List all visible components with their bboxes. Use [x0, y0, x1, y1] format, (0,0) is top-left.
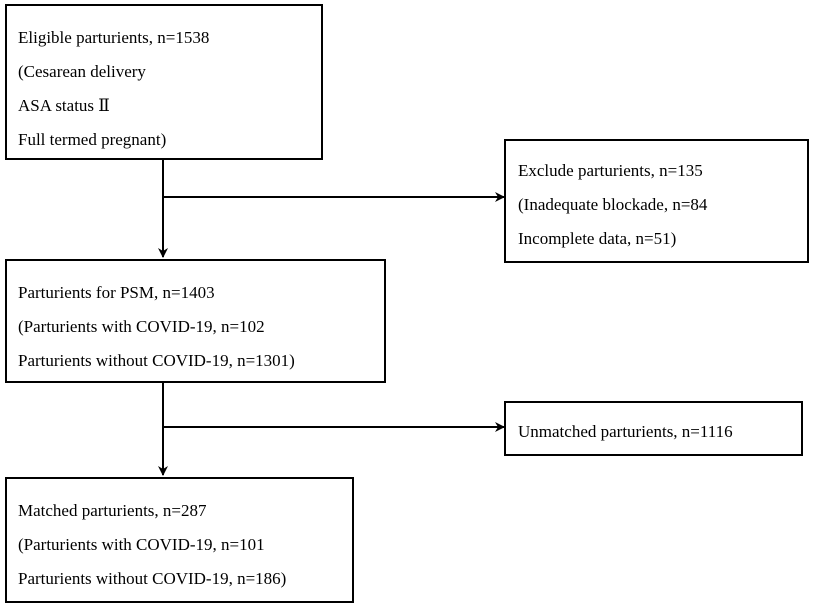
eligible-box: Eligible parturients, n=1538 (Cesarean d…	[5, 4, 323, 160]
psm-line-2: (Parturients with COVID-19, n=102	[18, 317, 265, 336]
psm-line-3: Parturients without COVID-19, n=1301)	[18, 351, 295, 370]
psm-box: Parturients for PSM, n=1403 (Parturients…	[5, 259, 386, 383]
excluded-line-2: (Inadequate blockade, n=84	[518, 195, 708, 214]
eligible-line-3: ASA status Ⅱ	[18, 96, 110, 115]
unmatched-box: Unmatched parturients, n=1116	[504, 401, 803, 456]
matched-line-1: Matched parturients, n=287	[18, 501, 207, 520]
excluded-box: Exclude parturients, n=135 (Inadequate b…	[504, 139, 809, 263]
matched-line-2: (Parturients with COVID-19, n=101	[18, 535, 265, 554]
eligible-line-2: (Cesarean delivery	[18, 62, 146, 81]
matched-box: Matched parturients, n=287 (Parturients …	[5, 477, 354, 603]
psm-line-1: Parturients for PSM, n=1403	[18, 283, 215, 302]
excluded-line-3: Incomplete data, n=51)	[518, 229, 677, 248]
excluded-line-1: Exclude parturients, n=135	[518, 161, 703, 180]
eligible-line-1: Eligible parturients, n=1538	[18, 28, 210, 47]
unmatched-line-1: Unmatched parturients, n=1116	[518, 422, 733, 441]
matched-line-3: Parturients without COVID-19, n=186)	[18, 569, 287, 588]
eligible-line-4: Full termed pregnant)	[18, 130, 167, 149]
